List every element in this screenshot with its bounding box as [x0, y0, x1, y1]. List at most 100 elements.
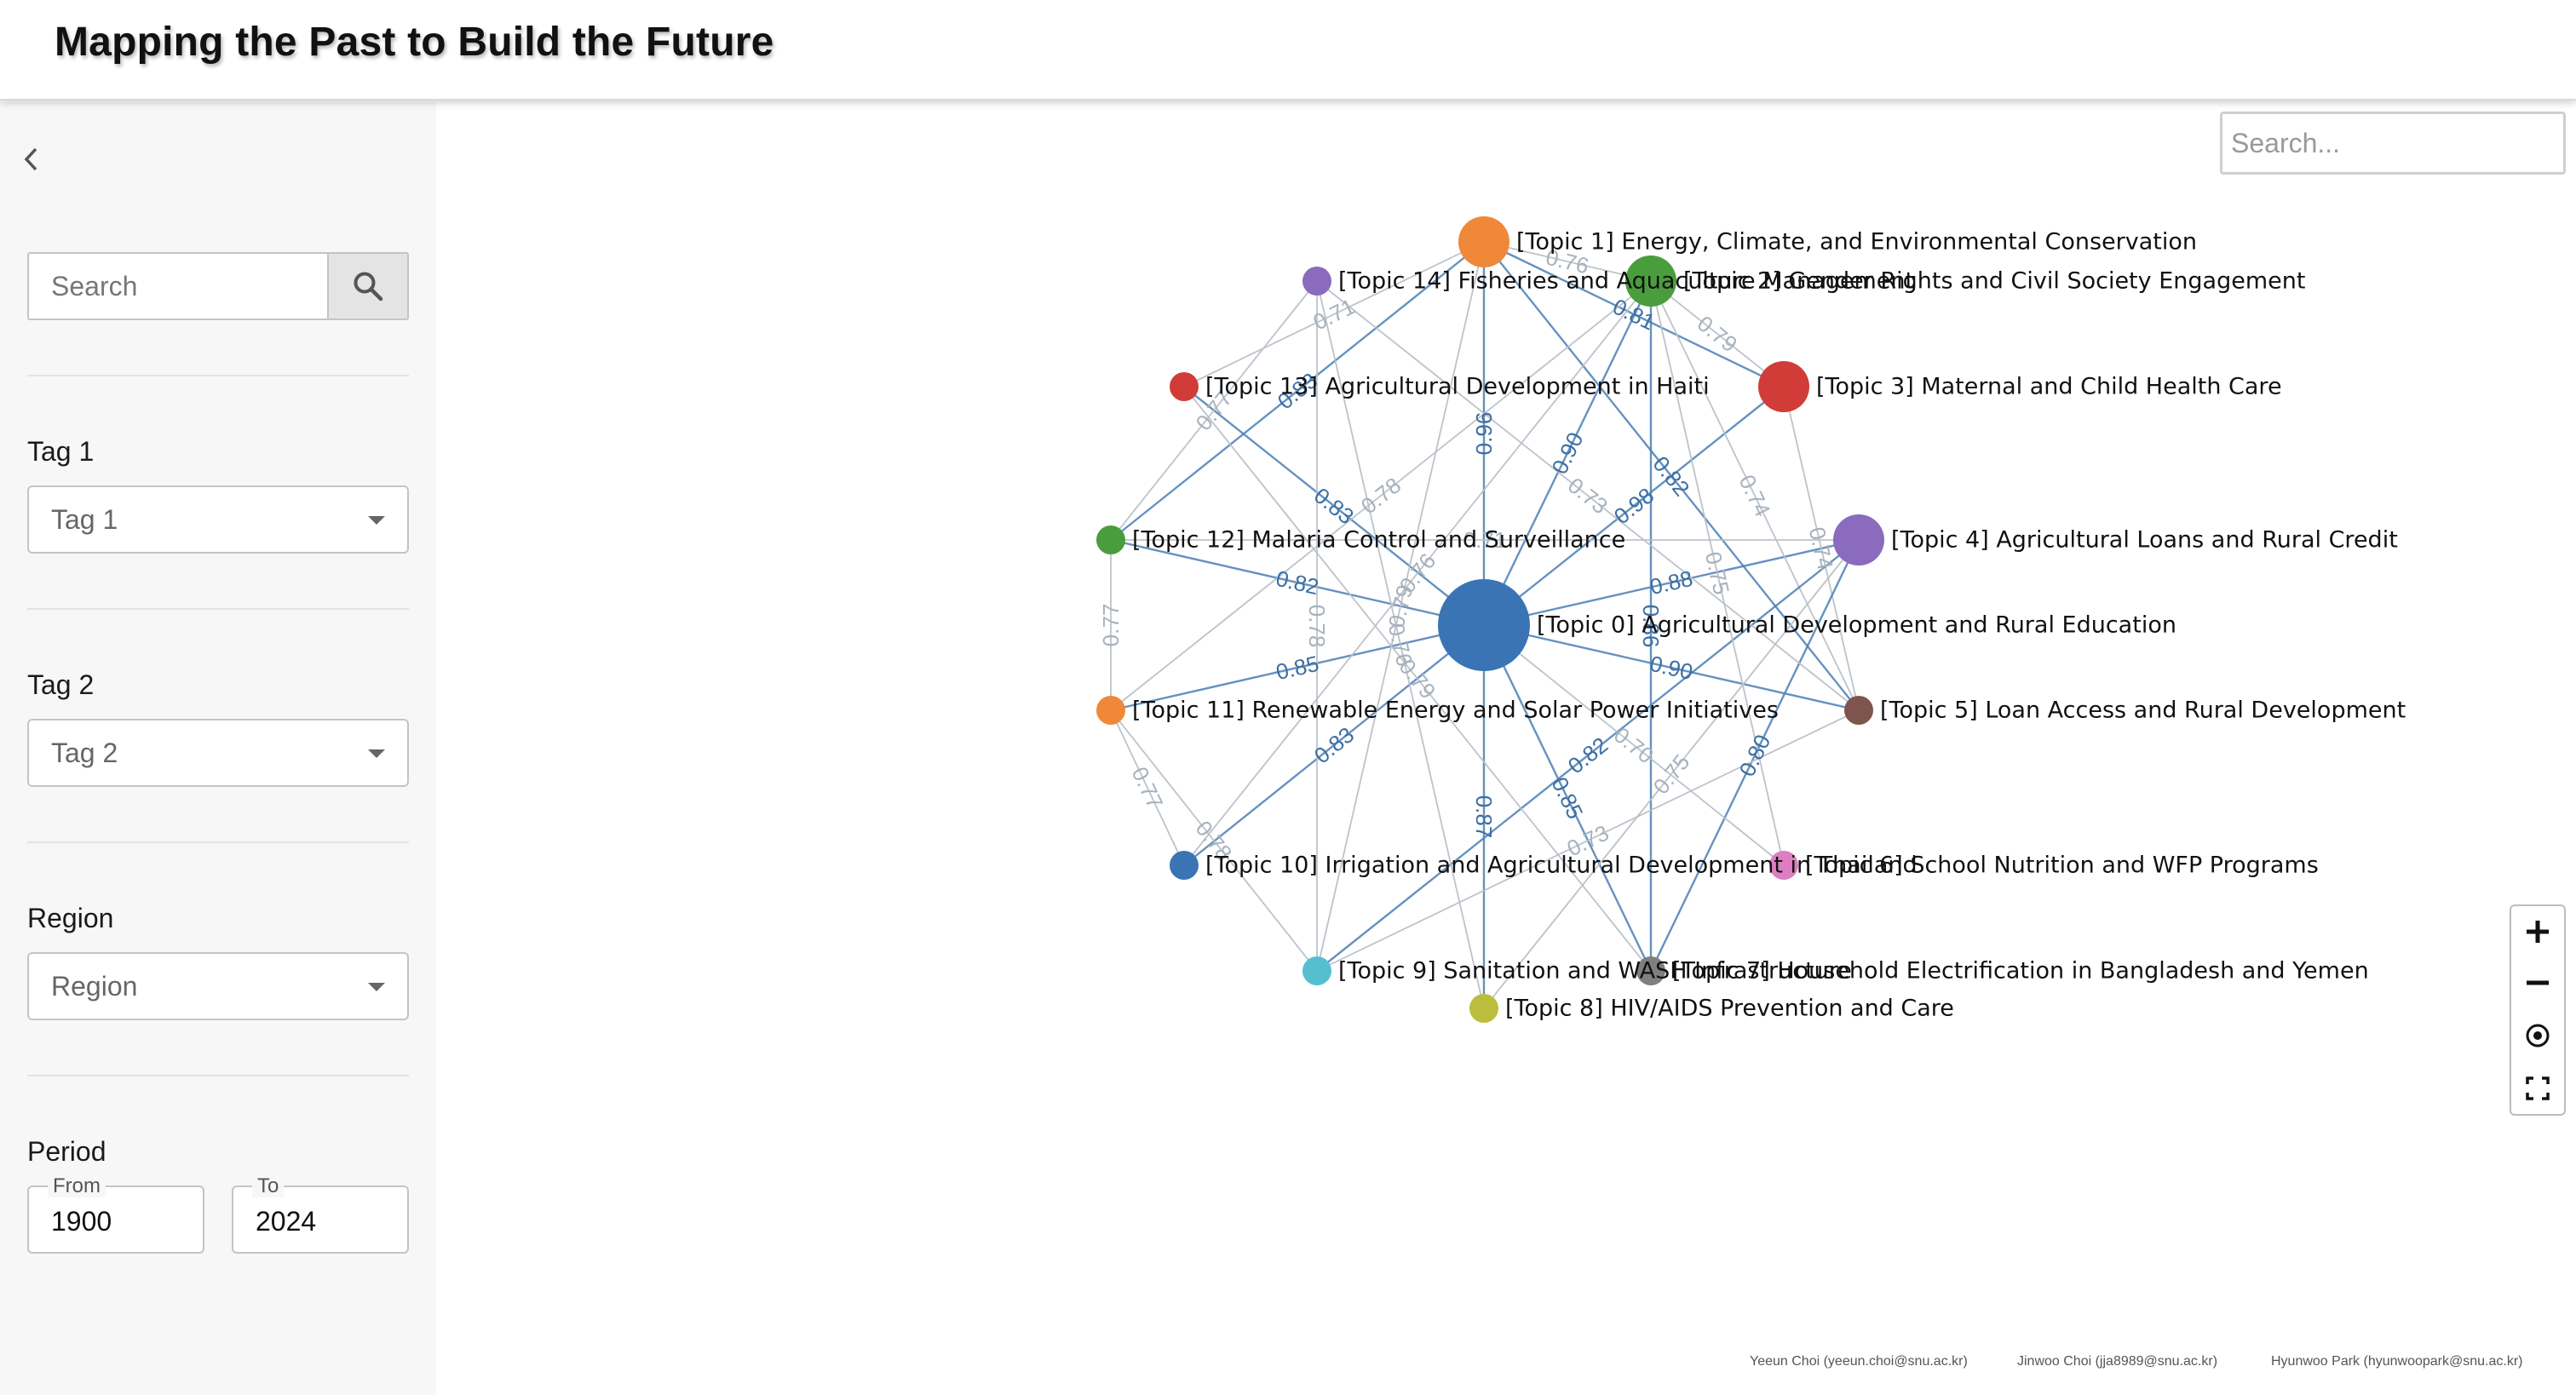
divider — [27, 608, 409, 610]
edge-4-8 — [1483, 539, 1860, 1009]
topic-node-3[interactable]: [Topic 3] Maternal and Child Health Care — [1758, 361, 2282, 412]
topic-node-7[interactable]: [Topic 7] Household Electrification in B… — [1636, 956, 2369, 985]
edge-6-0 — [1483, 624, 1785, 866]
node-circle[interactable] — [1636, 956, 1665, 985]
edge-9-11 — [1110, 709, 1318, 972]
edge-3-5 — [1783, 386, 1860, 711]
edge-weight-label: 0.85 — [1274, 651, 1321, 686]
tag2-select[interactable]: Tag 2 — [27, 719, 409, 787]
node-circle[interactable] — [1844, 696, 1873, 725]
node-circle[interactable] — [1758, 361, 1809, 412]
zoom-in-button[interactable] — [2511, 906, 2564, 957]
edge-1-3 — [1483, 240, 1785, 388]
region-select[interactable]: Region — [27, 952, 409, 1020]
edge-weight-label: 0.74 — [1734, 471, 1775, 521]
topic-node-4[interactable]: [Topic 4] Agricultural Loans and Rural C… — [1833, 514, 2398, 565]
sidebar-search-input[interactable] — [29, 254, 329, 319]
topic-node-6[interactable]: [Topic 6] School Nutrition and WFP Progr… — [1769, 851, 2319, 880]
edge-weight-label: 0.82 — [1647, 451, 1694, 501]
nodes-layer[interactable]: [Topic 0] Agricultural Development and R… — [1096, 216, 2406, 1023]
period-to-input[interactable] — [233, 1194, 404, 1249]
edge-0-7 — [1482, 624, 1653, 972]
node-circle[interactable] — [1170, 851, 1199, 880]
center-view-button[interactable] — [2511, 1010, 2564, 1061]
topic-node-10[interactable]: [Topic 10] Irrigation and Agricultural D… — [1170, 851, 1918, 880]
edge-weight-label: 0.77 — [1098, 604, 1124, 647]
node-circle[interactable] — [1625, 255, 1676, 307]
node-circle[interactable] — [1438, 579, 1530, 671]
period-to-field: To — [232, 1175, 409, 1254]
region-value: Region — [51, 971, 138, 1002]
edges-layer — [1110, 240, 1860, 1009]
node-circle[interactable] — [1469, 994, 1498, 1023]
node-circle[interactable] — [1769, 851, 1798, 880]
topic-node-8[interactable]: [Topic 8] HIV/AIDS Prevention and Care — [1469, 994, 1954, 1023]
period-to-label: To — [252, 1175, 285, 1197]
edge-weight-label: 0.85 — [1546, 773, 1588, 824]
edge-weight-label: 0.74 — [1804, 525, 1839, 572]
node-circle[interactable] — [1458, 216, 1509, 267]
edge-0-11 — [1110, 623, 1485, 712]
topic-node-12[interactable]: [Topic 12] Malaria Control and Surveilla… — [1096, 525, 1625, 554]
edge-0-13 — [1183, 386, 1485, 626]
node-label: [Topic 10] Irrigation and Agricultural D… — [1205, 852, 1918, 879]
edge-1-12 — [1110, 241, 1485, 541]
target-icon — [2526, 1024, 2550, 1048]
divider — [27, 375, 409, 376]
edge-weight-label: 0.78 — [1304, 605, 1330, 648]
sidebar-search — [27, 252, 409, 320]
node-label: [Topic 3] Maternal and Child Health Care — [1816, 374, 2282, 400]
sidebar-search-button[interactable] — [327, 254, 407, 319]
edge-weight-label: 0.87 — [1471, 795, 1497, 839]
collapse-sidebar-button[interactable] — [22, 146, 48, 181]
tag1-select[interactable]: Tag 1 — [27, 485, 409, 554]
topic-node-5[interactable]: [Topic 5] Loan Access and Rural Developm… — [1844, 696, 2406, 725]
topic-node-14[interactable]: [Topic 14] Fisheries and Aquaculture Man… — [1302, 267, 1914, 296]
node-label: [Topic 2] Gender Rights and Civil Societ… — [1683, 268, 2305, 295]
node-circle[interactable] — [1833, 514, 1884, 565]
node-circle[interactable] — [1096, 696, 1125, 725]
credit-jinwoo: Jinwoo Choi (jja8989@snu.ac.kr) — [2017, 1354, 2218, 1369]
edge-13-1 — [1183, 241, 1485, 388]
region-label: Region — [27, 903, 114, 933]
chevron-left-icon — [24, 147, 37, 171]
edge-10-2 — [1183, 280, 1652, 866]
topic-node-2[interactable]: [Topic 2] Gender Rights and Civil Societ… — [1625, 255, 2305, 307]
edge-9-1 — [1316, 241, 1485, 972]
edge-0-3 — [1483, 386, 1785, 626]
edge-1-2 — [1483, 241, 1652, 282]
app-title: Mapping the Past to Build the Future — [55, 20, 774, 65]
edge-0-4 — [1483, 538, 1860, 627]
node-label: [Topic 4] Agricultural Loans and Rural C… — [1891, 527, 2398, 554]
topic-node-9[interactable]: [Topic 9] Sanitation and WASH Infrastruc… — [1302, 956, 1852, 985]
fullscreen-button[interactable] — [2511, 1063, 2564, 1114]
zoom-out-button[interactable] — [2511, 957, 2564, 1008]
node-label: [Topic 11] Renewable Energy and Solar Po… — [1132, 698, 1779, 724]
edge-5-9 — [1316, 709, 1860, 972]
tag1-value: Tag 1 — [51, 504, 118, 535]
topic-node-11[interactable]: [Topic 11] Renewable Energy and Solar Po… — [1096, 696, 1779, 725]
node-circle[interactable] — [1170, 372, 1199, 401]
node-label: [Topic 13] Agricultural Development in H… — [1205, 374, 1710, 400]
node-label: [Topic 0] Agricultural Development and R… — [1537, 612, 2176, 639]
app-header: Mapping the Past to Build the Future — [0, 0, 2576, 100]
topic-node-13[interactable]: [Topic 13] Agricultural Development in H… — [1170, 372, 1710, 401]
edge-weight-label: 0.80 — [1734, 731, 1776, 781]
graph-search-input[interactable] — [2222, 114, 2563, 172]
edge-weight-label: 0.75 — [1647, 749, 1694, 799]
edge-weight-label: 0.71 — [1463, 527, 1507, 553]
node-circle[interactable] — [1302, 267, 1331, 296]
edge-weight-label: 0.78 — [1356, 473, 1406, 520]
node-circle[interactable] — [1302, 956, 1331, 985]
node-circle[interactable] — [1096, 525, 1125, 554]
divider — [27, 1075, 409, 1076]
topic-node-0[interactable]: [Topic 0] Agricultural Development and R… — [1438, 579, 2176, 671]
caret-down-icon — [368, 749, 385, 758]
minus-icon — [2527, 980, 2549, 985]
edge-0-2 — [1482, 280, 1653, 626]
period-from-input[interactable] — [29, 1194, 199, 1249]
topic-node-1[interactable]: [Topic 1] Energy, Climate, and Environme… — [1458, 216, 2197, 267]
node-label: [Topic 8] HIV/AIDS Prevention and Care — [1505, 996, 1954, 1022]
